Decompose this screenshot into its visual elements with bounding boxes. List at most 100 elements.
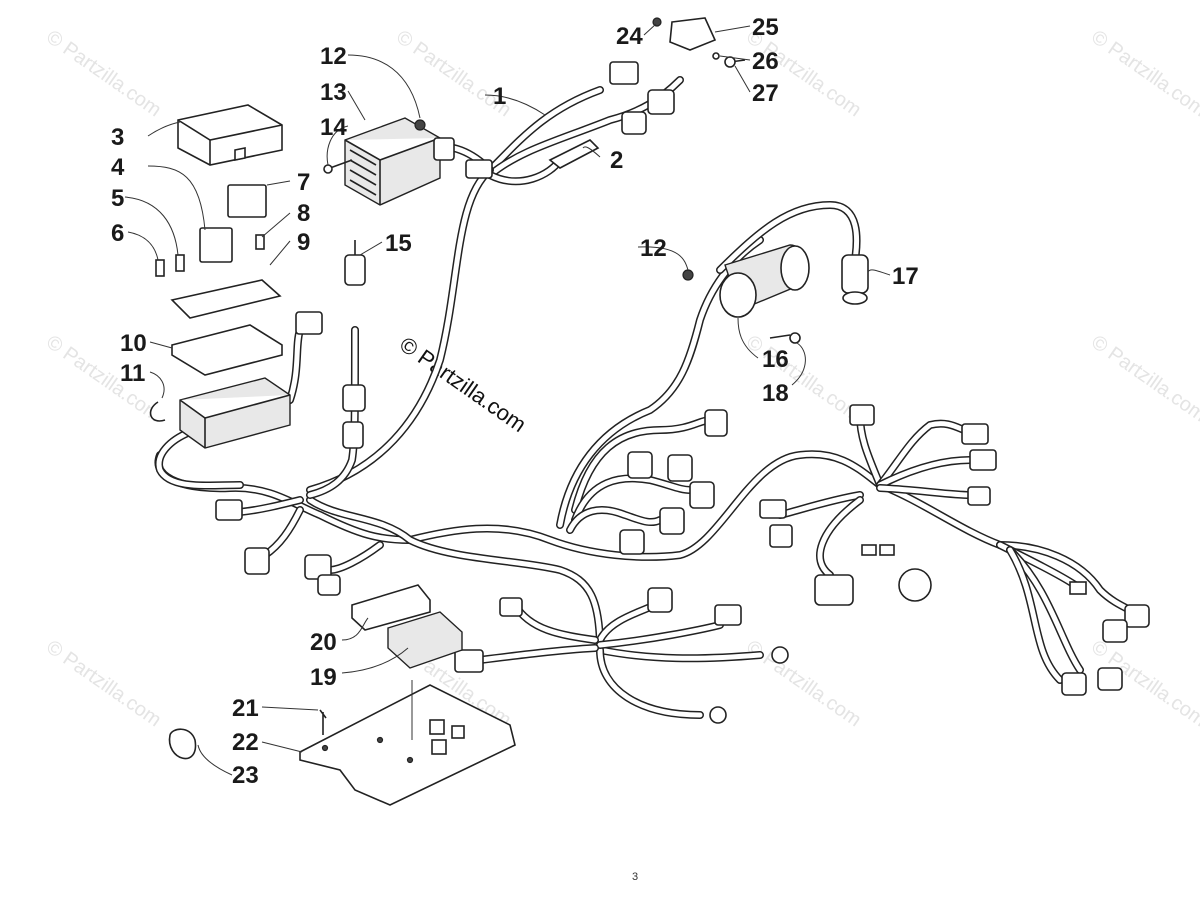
connector-inj-6 bbox=[619, 529, 645, 555]
relay-4 bbox=[199, 227, 233, 263]
callout-5: 5 bbox=[111, 185, 124, 212]
callout-27: 27 bbox=[752, 80, 779, 107]
callout-7: 7 bbox=[297, 169, 310, 196]
connector-r4 bbox=[967, 486, 991, 506]
connector-m1 bbox=[647, 587, 673, 613]
connector-r6 bbox=[769, 524, 793, 548]
connector-2b bbox=[465, 159, 493, 179]
fuse-8 bbox=[255, 234, 265, 250]
screw-18-head bbox=[789, 332, 801, 344]
watermark-center: © Partzilla.com bbox=[395, 332, 531, 438]
watermark: © Partzilla.com bbox=[742, 331, 865, 426]
ring-terminal-1 bbox=[771, 646, 789, 664]
callout-26: 26 bbox=[752, 48, 779, 75]
clamp-ring bbox=[168, 728, 197, 760]
callout-2: 2 bbox=[610, 147, 623, 174]
callout-4: 4 bbox=[111, 154, 125, 181]
harness-wires bbox=[154, 76, 1134, 719]
callout-9: 9 bbox=[297, 229, 310, 256]
regulator-connector bbox=[433, 137, 455, 161]
screw-27-head bbox=[724, 56, 736, 68]
leader-lines bbox=[124, 23, 891, 776]
callout-1: 1 bbox=[493, 83, 506, 110]
connector-l2 bbox=[244, 547, 270, 575]
connector-inj-2 bbox=[667, 454, 693, 482]
spark-plug-cap bbox=[841, 254, 869, 305]
callout-12-top: 12 bbox=[320, 43, 347, 70]
screw-14 bbox=[329, 159, 353, 169]
callout-25: 25 bbox=[752, 14, 779, 41]
connector-r9 bbox=[879, 544, 895, 556]
ignition-coil bbox=[719, 244, 810, 318]
callout-23: 23 bbox=[232, 762, 259, 789]
mounting-plate bbox=[299, 684, 516, 806]
callout-10: 10 bbox=[120, 330, 147, 357]
connector-l1 bbox=[215, 499, 243, 521]
oxygen-sensor bbox=[342, 240, 366, 449]
callout-22: 22 bbox=[232, 729, 259, 756]
washer-26 bbox=[712, 52, 720, 60]
watermark: © Partzilla.com bbox=[1087, 331, 1200, 426]
connector-inj-3 bbox=[627, 451, 653, 479]
clip-11 bbox=[149, 401, 166, 422]
connector-inj-4 bbox=[689, 481, 715, 509]
callouts: 1 2 3 4 5 6 7 8 9 10 11 12 12 13 14 15 1… bbox=[111, 14, 919, 789]
callout-20: 20 bbox=[310, 629, 337, 656]
connector-r11 bbox=[1124, 604, 1150, 628]
connector-r5 bbox=[759, 499, 787, 519]
fuse-6 bbox=[155, 259, 165, 277]
connector-r10 bbox=[1069, 581, 1087, 595]
switch-25 bbox=[669, 17, 717, 51]
callout-11: 11 bbox=[120, 360, 145, 387]
ring-terminal-2 bbox=[709, 706, 727, 724]
nut-12-coil bbox=[682, 269, 694, 281]
callout-16: 16 bbox=[762, 346, 789, 373]
box-connector bbox=[295, 311, 323, 335]
fuse-box-gasket bbox=[171, 324, 283, 376]
connector-m4 bbox=[454, 649, 484, 673]
callout-14: 14 bbox=[320, 114, 347, 141]
callout-6: 6 bbox=[111, 220, 124, 247]
connector-r1 bbox=[849, 404, 875, 426]
callout-19: 19 bbox=[310, 664, 337, 691]
watermark: © Partzilla.com bbox=[42, 26, 165, 121]
connector-m2 bbox=[714, 604, 742, 626]
fuse-panel-label bbox=[170, 279, 282, 319]
callout-8: 8 bbox=[297, 200, 310, 227]
connector-inj-5 bbox=[659, 507, 685, 535]
connector-r7 bbox=[814, 574, 854, 606]
watermark: © Partzilla.com bbox=[1087, 26, 1200, 121]
connector-l4 bbox=[317, 574, 341, 596]
callout-15: 15 bbox=[385, 230, 412, 257]
screw-18 bbox=[769, 334, 791, 339]
callout-17: 17 bbox=[892, 263, 919, 290]
callout-13: 13 bbox=[320, 79, 347, 106]
fuse-5 bbox=[175, 254, 185, 272]
connector-r12 bbox=[1102, 619, 1128, 643]
connector-r8 bbox=[861, 544, 877, 556]
callout-12-coil: 12 bbox=[640, 235, 667, 262]
relay-7 bbox=[227, 184, 267, 218]
parts-layer bbox=[149, 17, 1150, 806]
callout-3: 3 bbox=[111, 124, 124, 151]
screw-21 bbox=[319, 709, 327, 735]
connector-1c bbox=[621, 111, 647, 135]
nut-24 bbox=[652, 17, 662, 27]
callout-24: 24 bbox=[616, 23, 643, 50]
fuse-box-base bbox=[179, 377, 291, 449]
callout-18: 18 bbox=[762, 380, 789, 407]
ecu bbox=[387, 611, 463, 669]
ecu-cover bbox=[351, 584, 431, 631]
watermark: © Partzilla.com bbox=[742, 636, 865, 731]
screw-14-head bbox=[323, 164, 333, 174]
voltage-regulator bbox=[344, 117, 441, 206]
connector-inj-1 bbox=[704, 409, 728, 437]
connector-1a bbox=[609, 61, 639, 85]
connector-r13 bbox=[1097, 667, 1123, 691]
connector-round bbox=[898, 568, 932, 602]
connector-1b bbox=[647, 89, 675, 115]
watermark: © Partzilla.com bbox=[42, 636, 165, 731]
footer-mark: 3 bbox=[632, 871, 638, 883]
connector-m3 bbox=[499, 597, 523, 617]
